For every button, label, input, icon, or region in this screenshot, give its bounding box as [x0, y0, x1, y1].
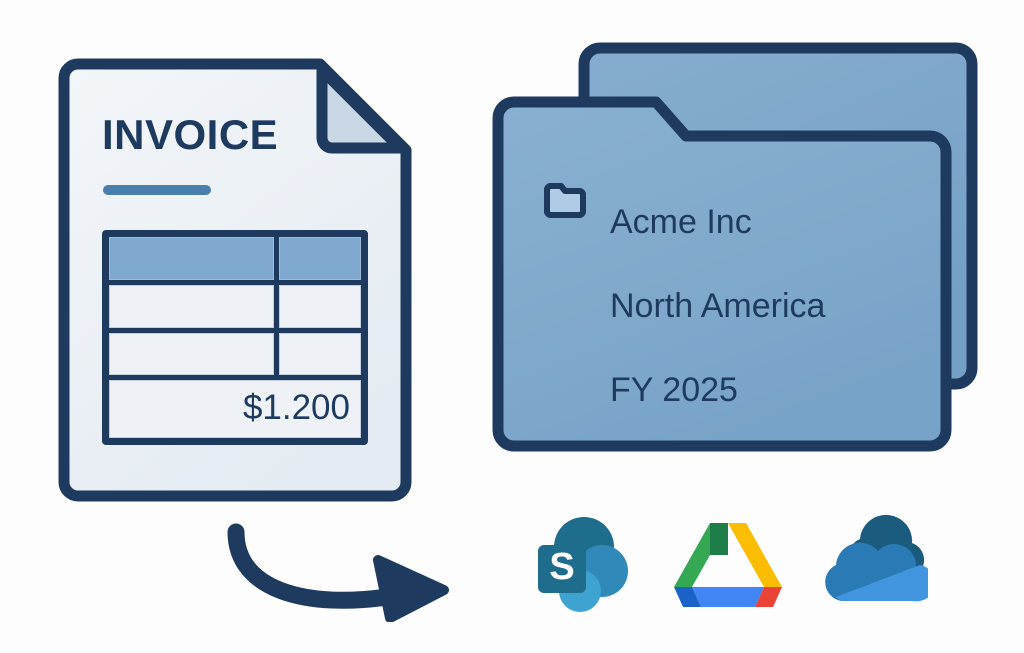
- folder-icon: [542, 183, 588, 410]
- invoice-document: INVOICE $1.200: [58, 58, 412, 502]
- table-cell-amount: [279, 284, 361, 328]
- onedrive-icon[interactable]: [816, 509, 928, 621]
- table-header-cell-description: [109, 237, 275, 280]
- list-item[interactable]: North America: [542, 183, 952, 348]
- table-total-cell: $1.200: [109, 380, 361, 439]
- list-item[interactable]: FY 2025: [542, 183, 952, 432]
- invoice-total-amount: $1.200: [242, 388, 350, 428]
- svg-text:S: S: [549, 546, 574, 588]
- folder-stack: Acme Inc North America FY 2025: [490, 28, 982, 458]
- table-cell-description: [109, 332, 275, 376]
- sharepoint-icon[interactable]: S: [528, 509, 640, 621]
- front-folder: [492, 96, 952, 452]
- folder-list: Acme Inc North America FY 2025: [542, 180, 952, 432]
- folded-corner-icon: [316, 64, 406, 154]
- table-row: [109, 284, 361, 328]
- page-title: INVOICE: [102, 111, 279, 158]
- table-header-row: [109, 237, 361, 280]
- arrow-head: [373, 555, 449, 623]
- invoice-line-items-table: $1.200: [102, 230, 368, 445]
- curved-flow-arrow: [222, 518, 458, 623]
- title-underline-bar: [103, 185, 211, 195]
- google-drive-icon[interactable]: [672, 509, 784, 621]
- folder-icon: [542, 183, 588, 326]
- list-item-label: FY 2025: [610, 371, 738, 409]
- list-item-label: Acme Inc: [610, 203, 752, 241]
- table-header-cell-amount: [279, 237, 361, 280]
- list-item-label: North America: [610, 287, 826, 325]
- list-item[interactable]: Acme Inc: [542, 180, 952, 264]
- arrow-shaft: [227, 523, 403, 609]
- table-cell-amount: [279, 332, 361, 376]
- folder-shapes: [492, 42, 978, 452]
- table-row: [109, 332, 361, 376]
- table-total-row: $1.200: [109, 380, 361, 439]
- cloud-service-logos: S: [528, 505, 928, 625]
- table-cell-description: [109, 284, 275, 328]
